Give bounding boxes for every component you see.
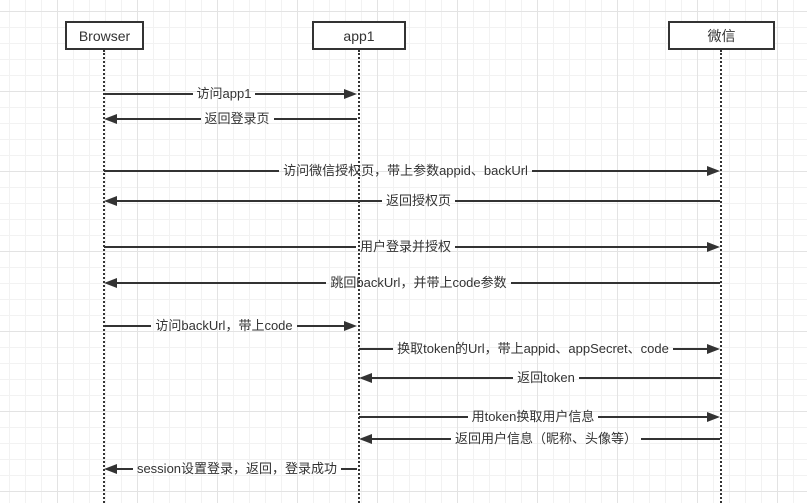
message-arrow-session-login-success: session设置登录，返回，登录成功 <box>104 460 357 478</box>
participant-wechat-label: 微信 <box>707 27 736 44</box>
message-label: 用token换取用户信息 <box>471 409 595 424</box>
message-label: 返回授权页 <box>386 193 452 208</box>
arrowhead-left-icon <box>359 434 372 444</box>
participant-app1-label: app1 <box>343 27 375 44</box>
arrowhead-right-icon <box>707 412 720 422</box>
arrow-line <box>117 468 133 470</box>
arrow-line <box>104 170 280 172</box>
arrow-line <box>641 438 721 440</box>
message-label: session设置登录，返回，登录成功 <box>136 461 338 476</box>
message-label: 访问微信授权页，带上参数appid、backUrl <box>283 163 528 178</box>
message-arrow-user-login-authorize: 用户登录并授权 <box>104 238 721 256</box>
arrow-line <box>117 282 327 284</box>
message-label: 访问backUrl，带上code <box>155 318 293 333</box>
message-label: 返回用户信息（昵称、头像等） <box>455 431 638 446</box>
arrow-line <box>104 325 152 327</box>
arrowhead-right-icon <box>344 321 358 331</box>
arrow-line <box>273 118 358 120</box>
arrowhead-right-icon <box>707 166 720 176</box>
arrow-line <box>455 246 708 248</box>
message-arrow-visit-wechat-auth: 访问微信授权页，带上参数appid、backUrl <box>104 162 720 180</box>
arrow-line <box>372 438 451 440</box>
message-arrow-get-userinfo-with-token: 用token换取用户信息 <box>359 408 720 426</box>
message-label: 用户登录并授权 <box>360 239 452 254</box>
message-label: 返回token <box>517 370 575 385</box>
arrow-line <box>598 416 707 418</box>
arrowhead-right-icon <box>707 344 721 354</box>
arrow-line <box>510 282 721 284</box>
message-arrow-return-auth-page: 返回授权页 <box>104 192 721 210</box>
arrow-line <box>341 468 357 470</box>
arrowhead-right-icon <box>707 242 721 252</box>
arrowhead-left-icon <box>104 114 117 124</box>
message-arrow-redirect-backurl-code: 跳回backUrl，并带上code参数 <box>104 274 721 292</box>
arrow-line <box>359 348 394 350</box>
participant-browser: Browser <box>65 21 144 50</box>
lifeline-wechat <box>720 50 722 503</box>
arrowhead-left-icon <box>359 373 372 383</box>
message-arrow-visit-app1: 访问app1 <box>104 85 358 103</box>
participant-app1: app1 <box>312 21 406 50</box>
participant-browser-label: Browser <box>78 27 131 44</box>
arrow-line <box>578 377 720 379</box>
arrow-line <box>372 377 514 379</box>
arrow-line <box>104 93 193 95</box>
arrowhead-right-icon <box>344 89 358 99</box>
message-arrow-visit-backurl: 访问backUrl，带上code <box>104 317 358 335</box>
arrow-line <box>255 93 345 95</box>
message-label: 返回登录页 <box>204 111 270 126</box>
participant-wechat: 微信 <box>668 21 775 50</box>
arrow-line <box>296 325 345 327</box>
lifeline-app1 <box>358 50 360 503</box>
message-label: 访问app1 <box>196 86 252 101</box>
arrow-line <box>455 200 721 202</box>
message-label: 跳回backUrl，并带上code参数 <box>330 275 507 290</box>
arrow-line <box>672 348 708 350</box>
arrow-line <box>531 170 707 172</box>
arrowhead-left-icon <box>104 278 117 288</box>
message-arrow-return-login-page: 返回登录页 <box>104 110 358 128</box>
arrow-line <box>117 118 201 120</box>
message-arrow-return-token: 返回token <box>359 369 720 387</box>
arrow-line <box>117 200 382 202</box>
message-arrow-exchange-token: 换取token的Url，带上appid、appSecret、code <box>359 340 721 358</box>
message-arrow-return-userinfo: 返回用户信息（昵称、头像等） <box>359 430 721 448</box>
lifeline-browser <box>103 50 105 503</box>
arrow-line <box>104 246 356 248</box>
arrow-line <box>359 416 468 418</box>
arrowhead-left-icon <box>104 196 117 206</box>
arrowhead-left-icon <box>104 464 117 474</box>
message-label: 换取token的Url，带上appid、appSecret、code <box>397 341 669 356</box>
